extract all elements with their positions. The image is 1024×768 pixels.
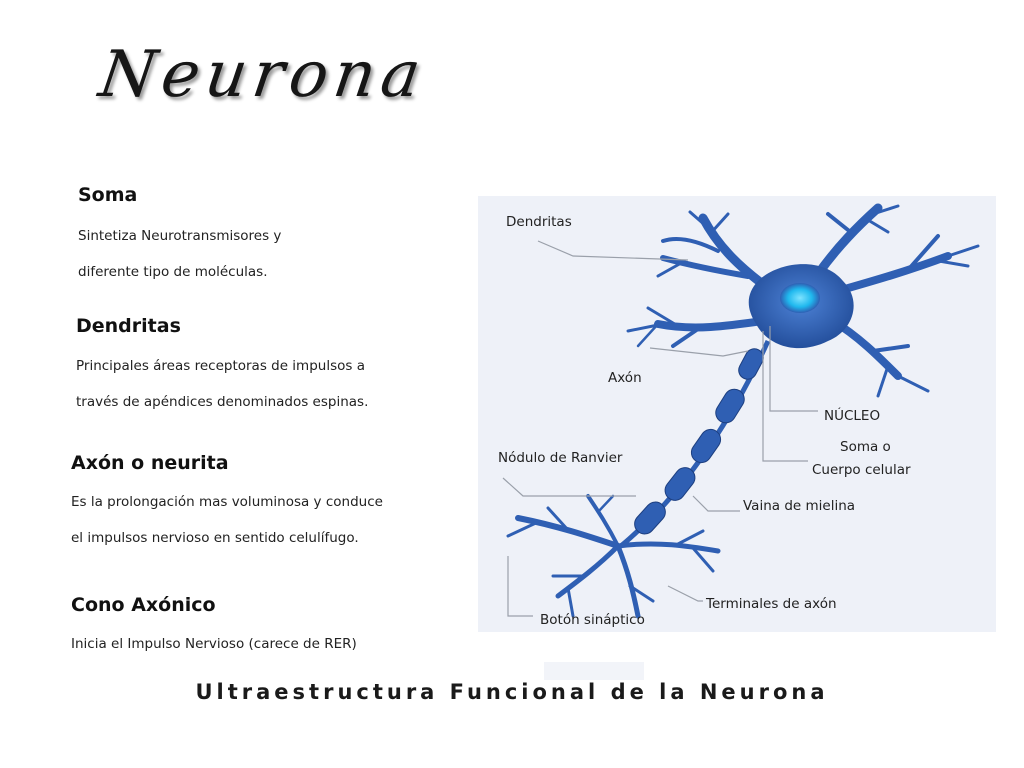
section-text-cono: Inicia el Impulso Nervioso (carece de RE… <box>71 626 461 662</box>
text-line: diferente tipo de moléculas. <box>78 264 268 280</box>
section-text-dendritas: Principales áreas receptoras de impulsos… <box>76 348 466 420</box>
axon-terminals <box>506 494 721 619</box>
section-heading-dendritas: Dendritas <box>76 315 181 337</box>
nucleus <box>780 283 820 313</box>
label-dendritas: Dendritas <box>506 214 572 230</box>
text-line: el impulsos nervioso en sentido celulífu… <box>71 530 359 546</box>
section-heading-soma: Soma <box>78 184 138 206</box>
text-line: Sintetiza Neurotransmisores y <box>78 228 282 244</box>
dendrites <box>626 203 980 398</box>
label-nucleo: NÚCLEO <box>824 408 881 424</box>
neuron-diagram: Dendritas Axón NÚCLEO Soma o Cuerpo celu… <box>478 196 996 632</box>
label-axon: Axón <box>608 370 642 386</box>
text-line: través de apéndices denominados espinas. <box>76 394 369 410</box>
section-text-axon: Es la prolongación mas voluminosa y cond… <box>71 484 461 556</box>
diagram-caption: Ultraestructura Funcional de la Neurona <box>195 680 829 704</box>
text-line: Es la prolongación mas voluminosa y cond… <box>71 494 383 510</box>
label-soma-2: Cuerpo celular <box>812 462 911 478</box>
section-heading-cono: Cono Axónico <box>71 594 216 616</box>
label-vaina: Vaina de mielina <box>743 498 856 514</box>
myelin-sheath <box>634 348 764 535</box>
label-boton: Botón sináptico <box>540 612 645 628</box>
label-terminales: Terminales de axón <box>706 596 837 612</box>
section-heading-axon: Axón o neurita <box>71 452 229 474</box>
caption-background <box>544 662 644 680</box>
neuron-illustration <box>478 196 996 632</box>
text-line: Principales áreas receptoras de impulsos… <box>76 358 365 374</box>
label-nodulo: Nódulo de Ranvier <box>498 450 623 466</box>
label-soma-1: Soma o <box>840 439 891 455</box>
leader-lines <box>502 240 818 617</box>
section-text-soma: Sintetiza Neurotransmisores y diferente … <box>78 218 468 290</box>
page-title: Neurona <box>94 38 431 112</box>
text-line: Inicia el Impulso Nervioso (carece de RE… <box>71 636 357 652</box>
